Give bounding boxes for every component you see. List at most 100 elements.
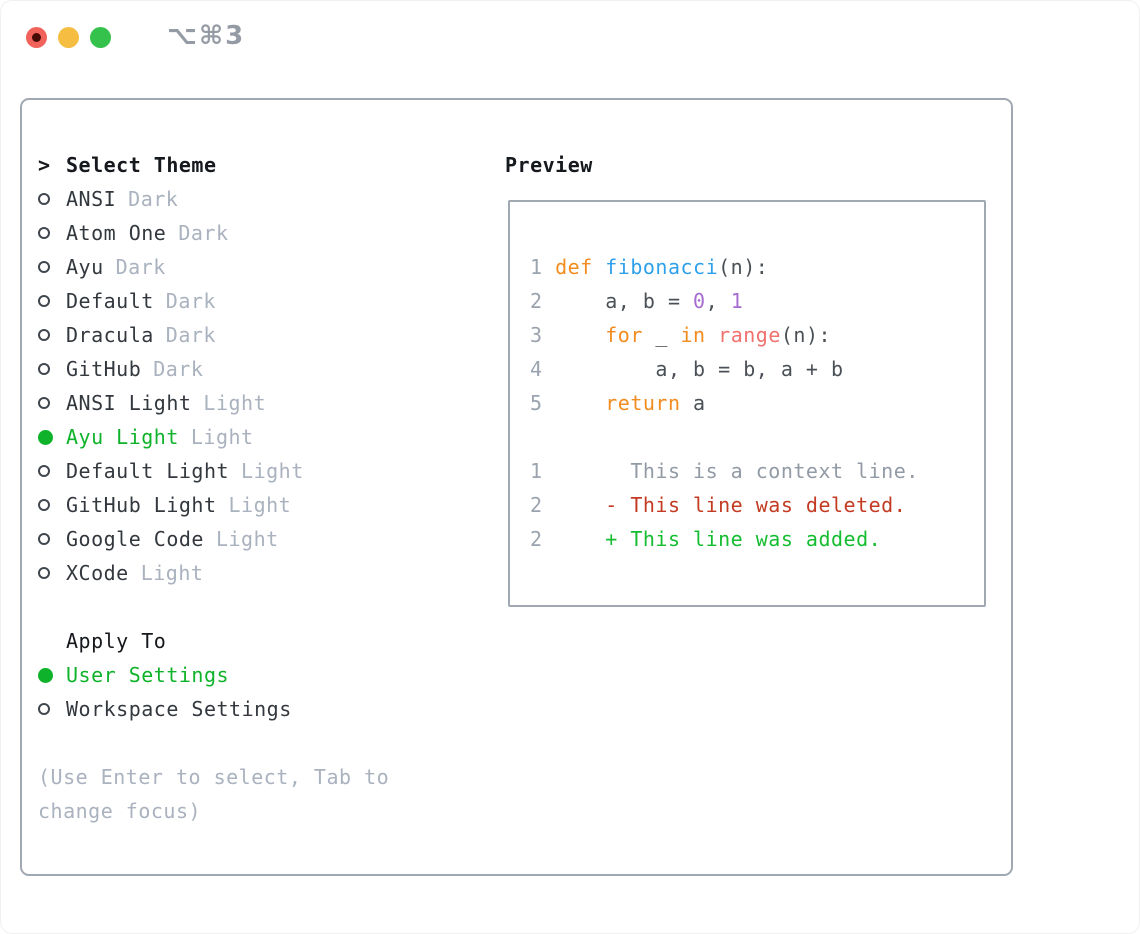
zoom-button[interactable] (90, 27, 111, 48)
theme-variant-badge: Dark (115, 255, 166, 279)
theme-name: ANSI Light (66, 391, 192, 415)
line-number: 1 (530, 459, 556, 483)
selected-radio-icon (38, 667, 66, 683)
theme-variant-badge: Dark (165, 323, 216, 347)
line-number: 4 (530, 357, 556, 381)
theme-variant-badge: Light (190, 425, 254, 449)
code-segment: _ (642, 323, 681, 347)
code-line: 4 a, b = b, a + b (530, 352, 919, 386)
close-button[interactable] (26, 27, 47, 48)
theme-name: Ayu Light (66, 425, 179, 449)
minimize-button[interactable] (58, 27, 79, 48)
focus-prompt: > (38, 153, 66, 177)
radio-icon (38, 329, 66, 341)
radio-icon (38, 567, 66, 579)
theme-variant-badge: Dark (153, 357, 204, 381)
radio-icon (38, 533, 66, 545)
code-line: 2 + This line was added. (530, 522, 919, 556)
code-segment: for (605, 323, 643, 347)
code-line: 2 - This line was deleted. (530, 488, 919, 522)
select-theme-title: Select Theme (66, 153, 217, 177)
line-number: 5 (530, 391, 556, 415)
prompt-icon: > (38, 153, 51, 177)
theme-option-dracula-dark[interactable]: Dracula Dark (38, 318, 389, 352)
theme-name: Dracula (66, 323, 154, 347)
line-number: 1 (530, 255, 556, 279)
close-dot-icon (32, 33, 41, 42)
radio-icon (38, 227, 66, 239)
theme-name: Default (66, 289, 154, 313)
theme-name: Ayu (66, 255, 104, 279)
radio-icon (38, 363, 66, 375)
theme-variant-badge: Dark (128, 187, 179, 211)
theme-name: GitHub (66, 357, 142, 381)
theme-variant-badge: Light (228, 493, 292, 517)
theme-option-default-light-light[interactable]: Default Light Light (38, 454, 389, 488)
apply-option-label: User Settings (66, 663, 230, 687)
code-segment (555, 391, 605, 415)
code-segment: return (605, 391, 681, 415)
radio-icon (38, 703, 66, 715)
code-segment: a (680, 391, 706, 415)
theme-option-ayu-light-light[interactable]: Ayu Light Light (38, 420, 389, 454)
code-segment (593, 255, 606, 279)
apply-option-workspace-settings[interactable]: Workspace Settings (38, 692, 389, 726)
theme-variant-badge: Light (215, 527, 279, 551)
radio-icon (38, 295, 66, 307)
select-theme-header: > Select Theme (38, 148, 389, 182)
theme-option-xcode-light[interactable]: XCode Light (38, 556, 389, 590)
theme-variant-badge: Dark (178, 221, 229, 245)
line-number: 2 (530, 493, 556, 517)
code-segment: in (680, 323, 706, 347)
radio-icon (38, 465, 66, 477)
code-segment: def (555, 255, 593, 279)
selected-radio-icon (38, 429, 66, 445)
help-line: change focus) (38, 799, 202, 823)
theme-variant-badge: Dark (165, 289, 216, 313)
radio-icon (38, 397, 66, 409)
theme-option-github-light-light[interactable]: GitHub Light Light (38, 488, 389, 522)
window-title: ⌥⌘3 (167, 21, 246, 51)
theme-option-github-dark[interactable]: GitHub Dark (38, 352, 389, 386)
code-line (530, 420, 919, 454)
apply-option-label: Workspace Settings (66, 697, 292, 721)
code-segment: a, b = (555, 289, 694, 313)
theme-name: Default Light (66, 459, 230, 483)
line-number: 2 (530, 527, 556, 551)
theme-name: ANSI (66, 187, 117, 211)
apply-option-user-settings[interactable]: User Settings (38, 658, 389, 692)
radio-icon (38, 499, 66, 511)
code-line: 1 This is a context line. (530, 454, 919, 488)
spacer (38, 726, 389, 760)
theme-name: GitHub Light (66, 493, 217, 517)
code-segment (555, 323, 605, 347)
code-segment: a, b = b, a + b (555, 357, 844, 381)
code-line: 2 a, b = 0, 1 (530, 284, 919, 318)
theme-name: Atom One (66, 221, 167, 245)
theme-name: XCode (66, 561, 129, 585)
code-segment: fibonacci (605, 255, 719, 279)
code-line: 5 return a (530, 386, 919, 420)
line-number: 2 (530, 289, 556, 313)
theme-variant-badge: Light (241, 459, 304, 483)
code-segment: - This line was deleted. (555, 493, 907, 517)
apply-to-title: Apply To (66, 629, 167, 653)
code-segment: 1 (730, 289, 744, 313)
code-segment: range (718, 323, 781, 347)
theme-option-ansi-dark[interactable]: ANSI Dark (38, 182, 389, 216)
code-segment: (n): (780, 323, 832, 347)
theme-option-default-dark[interactable]: Default Dark (38, 284, 389, 318)
code-line: 3 for _ in range(n): (530, 318, 919, 352)
code-segment: This is a context line. (555, 459, 919, 483)
theme-option-atom-one-dark[interactable]: Atom One Dark (38, 216, 389, 250)
theme-option-ayu-dark[interactable]: Ayu Dark (38, 250, 389, 284)
theme-variant-badge: Light (140, 561, 204, 585)
